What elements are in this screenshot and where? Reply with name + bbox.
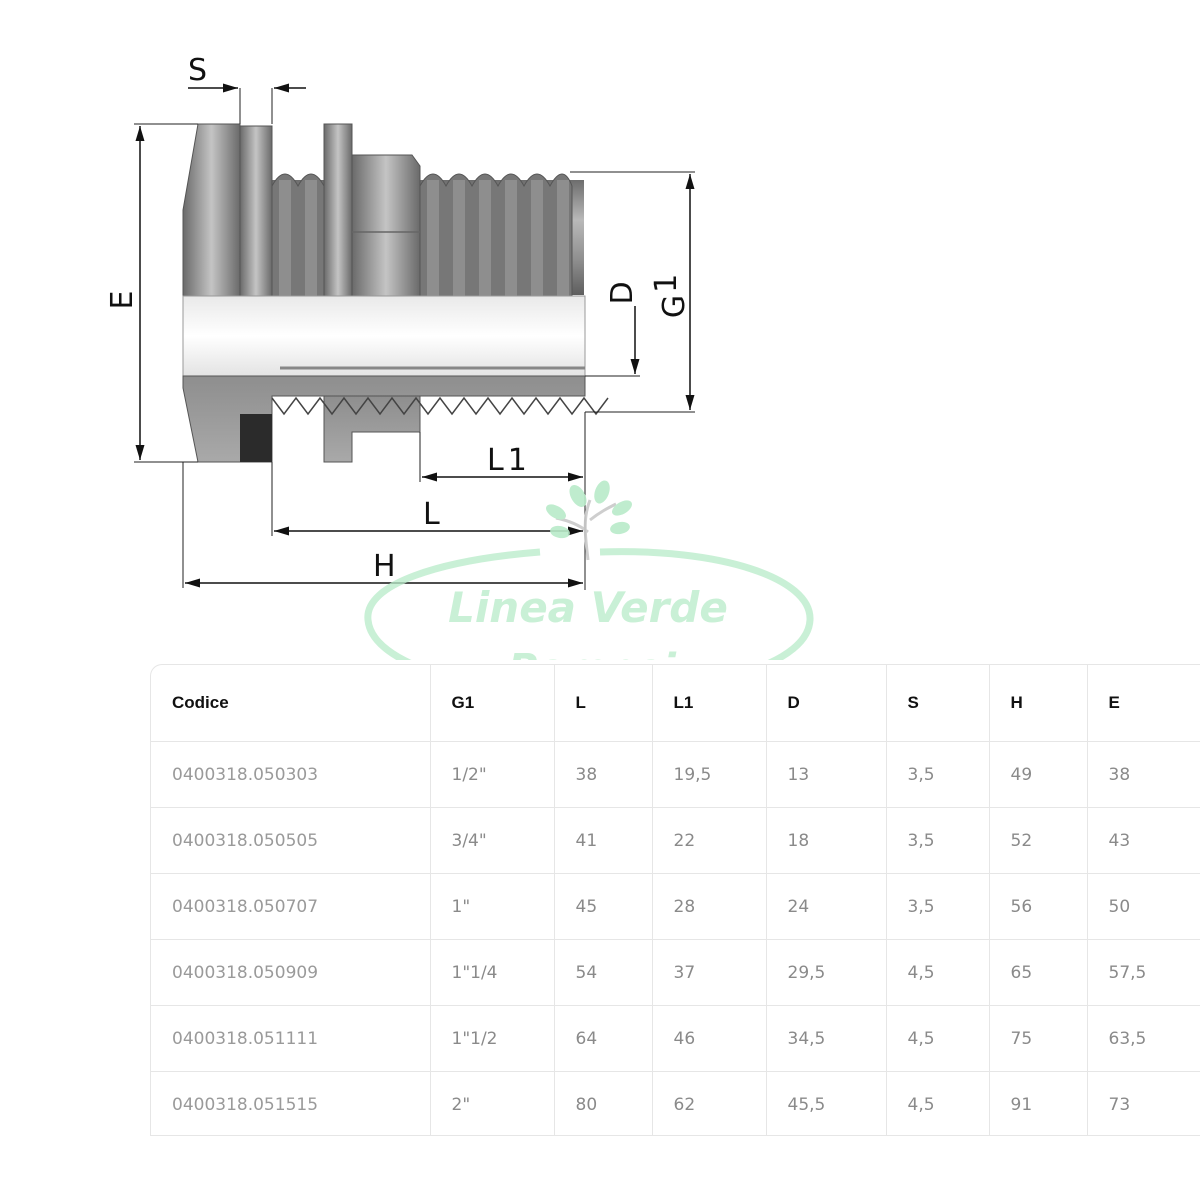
header-l1: L1 [652, 665, 767, 742]
label-d: D [605, 281, 640, 304]
cell-d: 13 [766, 741, 887, 808]
cell-s: 4,5 [886, 1071, 990, 1135]
cell-e: 63,5 [1087, 1005, 1200, 1072]
thread-ridges [279, 180, 569, 296]
cell-h: 91 [989, 1071, 1088, 1135]
cell-d: 34,5 [766, 1005, 887, 1072]
cell-s: 3,5 [886, 873, 990, 940]
header-s: S [886, 665, 990, 742]
dimension-l: L [271, 462, 583, 536]
cell-d: 18 [766, 807, 887, 874]
cell-d: 29,5 [766, 939, 887, 1006]
watermark-ellipse [364, 548, 814, 660]
dimension-d: D [585, 281, 640, 377]
header-l: L [554, 665, 653, 742]
cell-h: 65 [989, 939, 1088, 1006]
cell-s: 4,5 [886, 939, 990, 1006]
cell-codice: 0400318.050909 [151, 939, 431, 1006]
cell-s: 4,5 [886, 1005, 990, 1072]
cell-g1: 3/4" [430, 807, 555, 874]
cell-codice: 0400318.051515 [151, 1071, 431, 1135]
nut-section [323, 395, 421, 463]
cell-g1: 2" [430, 1071, 555, 1135]
dimension-s: S [188, 53, 306, 124]
cell-codice: 0400318.051111 [151, 1005, 431, 1072]
cell-e: 57,5 [1087, 939, 1200, 1006]
label-s: S [188, 53, 207, 88]
cell-l: 45 [554, 873, 653, 940]
cell-d: 24 [766, 873, 887, 940]
label-e: E [105, 291, 140, 310]
cell-g1: 1"1/2 [430, 1005, 555, 1072]
dimension-g1: G1 [570, 171, 695, 413]
label-g1: G1 [649, 274, 692, 318]
dimension-h: H [182, 462, 583, 588]
cell-l1: 28 [652, 873, 767, 940]
cell-l: 64 [554, 1005, 653, 1072]
section-lower [182, 375, 609, 463]
nut-flange-upper [323, 123, 353, 297]
cell-g1: 1"1/4 [430, 939, 555, 1006]
cell-g1: 1" [430, 873, 555, 940]
cell-e: 43 [1087, 807, 1200, 874]
cell-h: 75 [989, 1005, 1088, 1072]
flange-upper [182, 123, 241, 297]
cell-l: 38 [554, 741, 653, 808]
header-e: E [1087, 665, 1200, 742]
cell-e: 73 [1087, 1071, 1200, 1135]
thread-crests [271, 173, 573, 298]
bore [182, 295, 586, 377]
seal-ring [240, 414, 272, 462]
watermark-logo: Linea Verde Pompei [364, 480, 814, 660]
cell-d: 45,5 [766, 1071, 887, 1135]
cell-codice: 0400318.050505 [151, 807, 431, 874]
header-d: D [766, 665, 887, 742]
header-codice: Codice [151, 665, 431, 742]
watermark-line2: Pompei [508, 646, 677, 660]
cell-l: 80 [554, 1071, 653, 1135]
cell-h: 52 [989, 807, 1088, 874]
cell-l1: 62 [652, 1071, 767, 1135]
label-l: L [423, 497, 440, 532]
thread-section-profile [271, 396, 609, 416]
cell-l1: 19,5 [652, 741, 767, 808]
watermark-line1: Linea Verde [448, 583, 728, 632]
cell-h: 49 [989, 741, 1088, 808]
cell-e: 38 [1087, 741, 1200, 808]
header-g1: G1 [430, 665, 555, 742]
cell-l: 41 [554, 807, 653, 874]
cell-codice: 0400318.050303 [151, 741, 431, 808]
cell-codice: 0400318.050707 [151, 873, 431, 940]
header-h: H [989, 665, 1088, 742]
thread-body-upper [271, 173, 584, 298]
nut-hex-upper [351, 154, 421, 297]
cell-l: 54 [554, 939, 653, 1006]
label-h: H [373, 549, 396, 584]
cell-s: 3,5 [886, 807, 990, 874]
cell-l1: 22 [652, 807, 767, 874]
cell-s: 3,5 [886, 741, 990, 808]
dimension-e: E [105, 123, 198, 463]
washer-upper [239, 125, 273, 297]
cell-l1: 46 [652, 1005, 767, 1072]
cell-h: 56 [989, 873, 1088, 940]
cell-e: 50 [1087, 873, 1200, 940]
cell-l1: 37 [652, 939, 767, 1006]
cell-g1: 1/2" [430, 741, 555, 808]
tree-icon [546, 480, 632, 561]
